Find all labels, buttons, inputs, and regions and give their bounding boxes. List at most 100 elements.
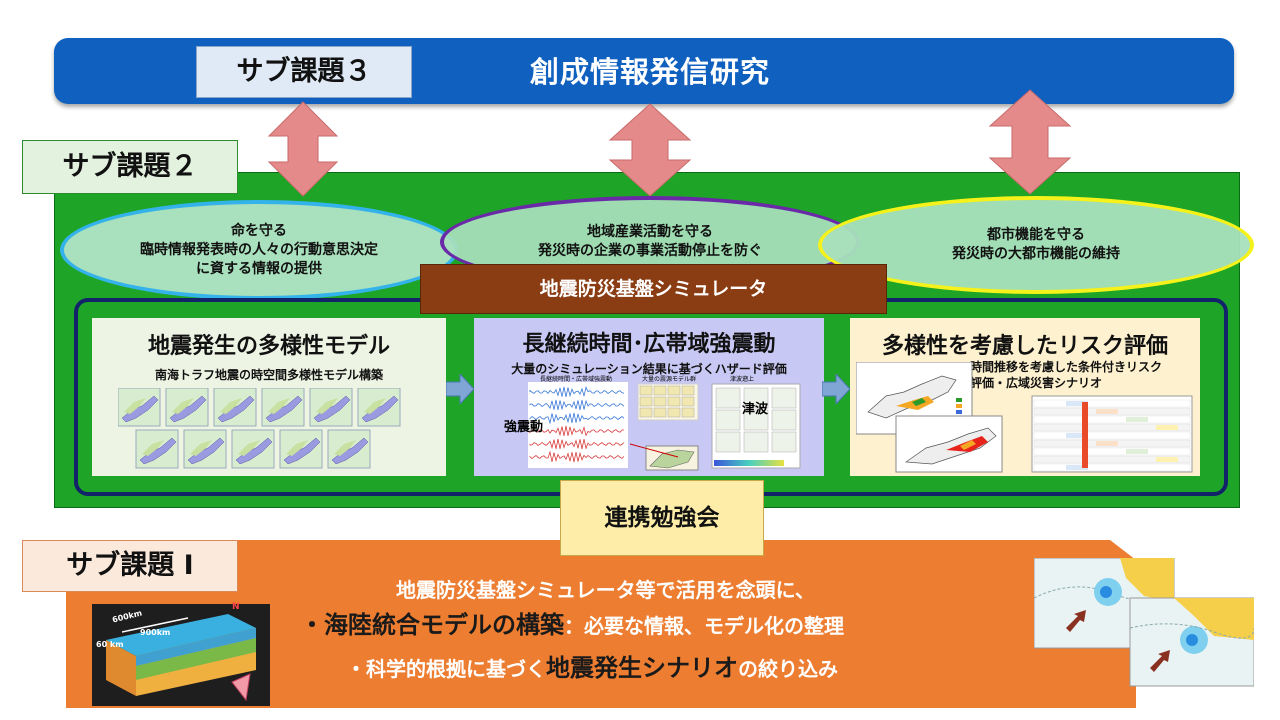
risk-table-cell xyxy=(1096,409,1118,414)
diversity-map-grid xyxy=(118,388,401,469)
tsunami-map-tile xyxy=(715,387,741,409)
renkei-study-box: 連携勉強会 xyxy=(560,480,764,556)
card3-title: 多様性を考慮したリスク評価 xyxy=(881,334,1168,359)
source-model-tile xyxy=(667,407,681,418)
risk-table-cell xyxy=(1066,433,1088,438)
risk-table-row xyxy=(1033,447,1191,456)
waveform-trace xyxy=(529,399,625,411)
source-model-tile xyxy=(681,396,695,407)
risk-table-bar xyxy=(1082,402,1088,468)
waveform-trace xyxy=(529,438,625,450)
risk-table-row xyxy=(1033,415,1191,424)
card2-small-label-2: 大量の震源モデル群 xyxy=(642,376,697,383)
risk-table-row xyxy=(1033,423,1191,432)
mini-map-tile xyxy=(231,429,275,469)
risk-table-row xyxy=(1033,399,1191,408)
risk-table-cell xyxy=(1126,449,1148,454)
sub1-line3-emphasis: 地震発生シナリオ xyxy=(546,654,738,682)
waveform-trace xyxy=(529,386,625,398)
sub1-line3-post: の絞り込み xyxy=(738,657,838,681)
sub1-line3-pre: ・科学的根拠に基づく xyxy=(346,657,546,681)
waveform-trace xyxy=(529,412,625,425)
tsunami-map-tile xyxy=(743,387,769,409)
scenario-maps xyxy=(1034,558,1254,687)
card2-small-label-1: 長継続時間・広帯域強震動 xyxy=(540,376,613,383)
source-model-tile xyxy=(653,407,667,418)
risk-table-cell xyxy=(1126,417,1148,422)
model-label-n: N xyxy=(232,602,240,612)
goal1-line1: 命を守る xyxy=(231,222,287,239)
card-diversity-model: 地震発生の多様性モデル 南海トラフ地震の時空間多様性モデル構築 xyxy=(92,318,446,476)
card2-title: 長継続時間･広帯域強震動 xyxy=(522,332,776,357)
source-model-tile xyxy=(681,407,695,418)
card1-title: 地震発生の多様性モデル xyxy=(147,334,390,359)
sub1-line3: ・科学的根拠に基づく地震発生シナリオの絞り込み xyxy=(346,648,838,683)
risk-table-row xyxy=(1033,463,1191,472)
tsunami-map-tile xyxy=(771,431,797,453)
source-model-tile xyxy=(667,396,681,407)
simulator-bar: 地震防災基盤シミュレータ xyxy=(420,264,887,314)
goal2-line1: 地域産業活動を守る xyxy=(587,224,713,240)
sub3-label: サブ課題３ xyxy=(196,46,412,98)
card2-label-tsunami: 津波 xyxy=(742,402,769,417)
flow-arrow-2 xyxy=(822,374,850,404)
tsunami-map-tile xyxy=(771,387,797,409)
card2-small-label-3: 津波遡上 xyxy=(730,376,755,383)
mini-map-tile xyxy=(165,388,209,427)
mini-map-tile xyxy=(118,388,161,427)
risk-table-cell xyxy=(1156,425,1178,430)
source-model-tile xyxy=(653,396,667,407)
double-arrow-right xyxy=(988,89,1072,195)
card3-subtitle-2: 評価・広域災害シナリオ xyxy=(970,376,1103,390)
risk-table-row xyxy=(1033,431,1191,440)
double-arrow-left xyxy=(267,101,339,197)
risk-maps-figure xyxy=(856,362,1193,473)
sub1-line2: ・海陸統合モデルの構築：必要な情報、モデル化の整理 xyxy=(300,605,844,640)
goal1-line3: に資する情報の提供 xyxy=(196,260,322,277)
tsunami-map-tile xyxy=(743,409,769,431)
risk-table-cell xyxy=(1156,457,1178,462)
goal-protect-lives: 命を守る 臨時情報発表時の人々の行動意思決定 に資する情報の提供 xyxy=(60,200,458,300)
source-model-tile xyxy=(639,396,653,407)
card3-subtitle-1: 時間推移を考慮した条件付きリスク xyxy=(970,360,1163,374)
goal3-line2: 発災時の大都市機能の維持 xyxy=(952,246,1120,262)
tsunami-map-tile xyxy=(715,431,741,453)
source-model-tile xyxy=(681,385,695,396)
sub1-line2-rest: ：必要な情報、モデル化の整理 xyxy=(564,614,844,638)
source-model-tile xyxy=(667,385,681,396)
sub1-label: サブ課題 I xyxy=(22,540,238,592)
card-strong-motion: 長継続時間･広帯域強震動 大量のシミュレーション結果に基づくハザード評価 長継続… xyxy=(474,318,824,476)
card-risk-assessment: 多様性を考慮したリスク評価 時間推移を考慮した条件付きリスク 評価・広域災害シナ… xyxy=(850,318,1200,476)
mini-map-tile xyxy=(279,429,323,469)
sub1-line2-emphasis: ・海陸統合モデルの構築 xyxy=(300,611,564,639)
tsunami-map-tile xyxy=(771,409,797,431)
sea-land-3d-model xyxy=(92,604,270,706)
card2-subtitle: 大量のシミュレーション結果に基づくハザード評価 xyxy=(511,362,787,376)
source-model-tile xyxy=(653,385,667,396)
goal3-line1: 都市機能を守る xyxy=(987,227,1085,243)
goal1-line2: 臨時情報発表時の人々の行動意思決定 xyxy=(140,241,378,258)
flow-arrow-1 xyxy=(446,374,474,404)
sub1-line1: 地震防災基盤シミュレータ等で活用を念頭に、 xyxy=(396,578,815,602)
model-label-60: 60 km xyxy=(96,640,124,649)
mini-map-tile xyxy=(309,388,353,427)
mini-map-tile xyxy=(327,429,371,469)
mini-map-tile xyxy=(135,429,179,469)
risk-table-row xyxy=(1033,455,1191,464)
card1-subtitle: 南海トラフ地震の時空間多様性モデル構築 xyxy=(154,368,383,382)
sub2-label: サブ課題２ xyxy=(22,140,238,194)
source-model-tile xyxy=(639,407,653,418)
mini-map-tile xyxy=(357,388,401,427)
tsunami-map-tile xyxy=(743,431,769,453)
goal2-line2: 発災時の企業の事業活動停止を防ぐ xyxy=(538,243,762,259)
goal-protect-city: 都市機能を守る 発災時の大都市機能の維持 xyxy=(818,196,1254,294)
mini-map-tile xyxy=(213,388,257,427)
risk-table-cell xyxy=(1066,465,1088,470)
waveform-figure xyxy=(528,382,801,471)
model-label-900: 900km xyxy=(140,628,171,637)
risk-table-cell xyxy=(1066,401,1088,406)
waveform-trace xyxy=(529,450,625,463)
source-model-tile xyxy=(639,385,653,396)
